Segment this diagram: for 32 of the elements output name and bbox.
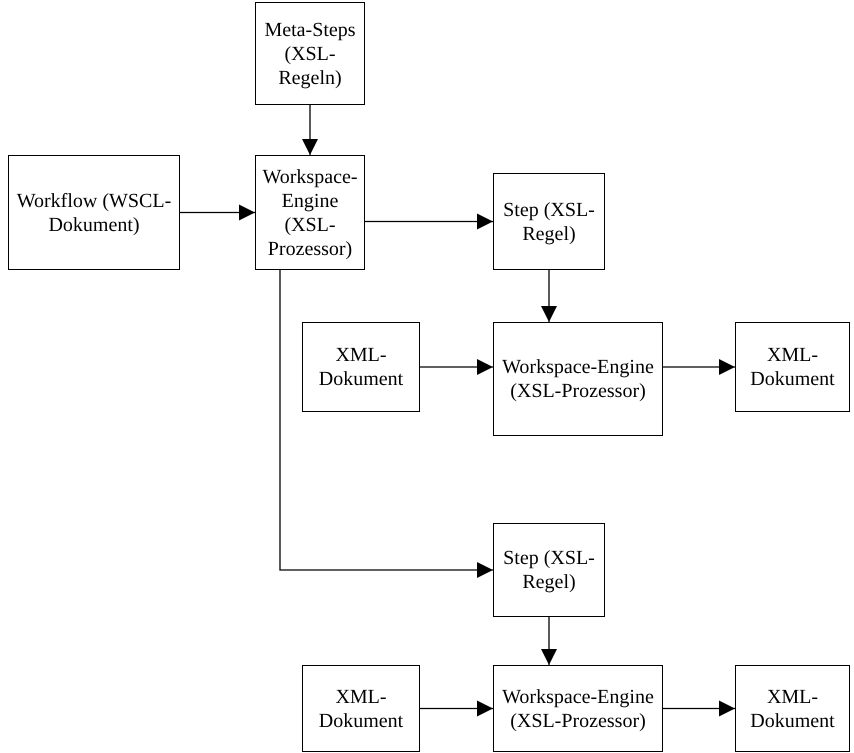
box-label: Workspace-Engine (XSL-Prozessor) [501, 355, 655, 403]
box-label: Step (XSL-Regel) [502, 198, 596, 246]
box-label: Step (XSL-Regel) [502, 546, 596, 594]
arrow [279, 270, 493, 578]
process-box [302, 665, 420, 752]
process-box [8, 155, 180, 270]
box-label: XML-Dokument [749, 343, 836, 391]
box-label: Workspace-Engine (XSL-Prozessor) [501, 684, 655, 732]
process-box [493, 322, 663, 436]
process-box [493, 523, 605, 617]
process-box [735, 322, 850, 412]
process-box [255, 2, 365, 105]
arrow [302, 105, 318, 155]
arrow [541, 617, 557, 665]
arrow [180, 204, 255, 220]
box-label: XML-Dokument [749, 684, 836, 732]
arrow [541, 270, 557, 322]
arrow [663, 700, 735, 716]
process-box [493, 665, 663, 752]
process-box [302, 322, 420, 412]
process-box [493, 173, 605, 270]
arrow [663, 359, 735, 375]
box-label: Workflow (WSCL-Dokument) [16, 188, 172, 236]
box-label: XML-Dokument [318, 684, 404, 732]
process-box [255, 155, 365, 270]
arrow [420, 700, 493, 716]
box-label: XML-Dokument [318, 343, 404, 391]
arrow [365, 214, 493, 230]
arrow [420, 359, 493, 375]
box-label: Workspace-Engine (XSL-Prozessor) [261, 164, 358, 260]
box-label: Meta-Steps (XSL-Regeln) [263, 18, 357, 90]
process-box [735, 665, 850, 752]
